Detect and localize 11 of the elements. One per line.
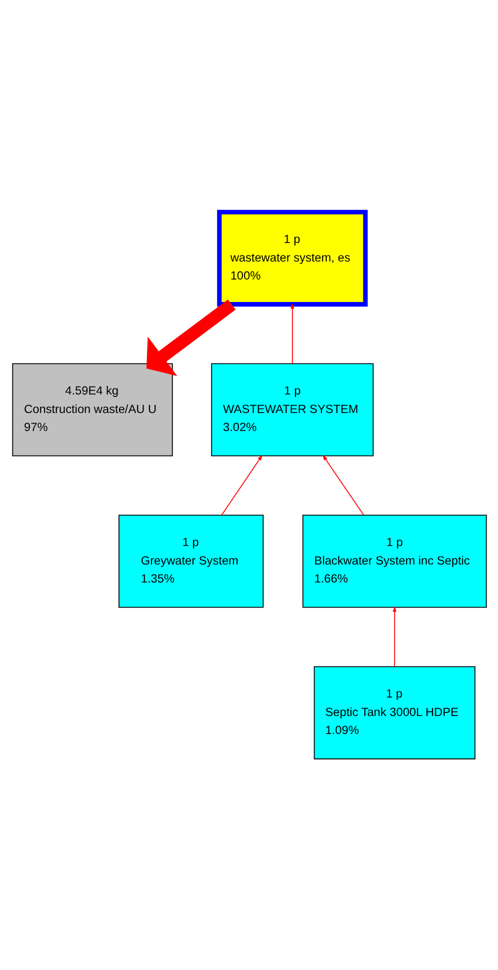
arrow — [290, 302, 294, 364]
arrow — [220, 454, 262, 515]
node-box: 1 p Greywater System 1.35% — [118, 514, 264, 608]
node-box: 1 p Septic Tank 3000L HDPE 1.09% — [313, 666, 475, 759]
node-box: 4.59E4 kg Construction waste/AU U 97% — [12, 362, 172, 456]
arrow — [322, 454, 364, 515]
node-box: 1 p wastewater system, es 100% — [216, 209, 368, 306]
arrow — [146, 298, 236, 376]
arrow — [392, 606, 396, 666]
node-box: 1 p WASTEWATER SYSTEM 3.02% — [210, 362, 374, 456]
node-box: 1 p Blackwater System inc Septic 1.66% — [302, 514, 486, 608]
